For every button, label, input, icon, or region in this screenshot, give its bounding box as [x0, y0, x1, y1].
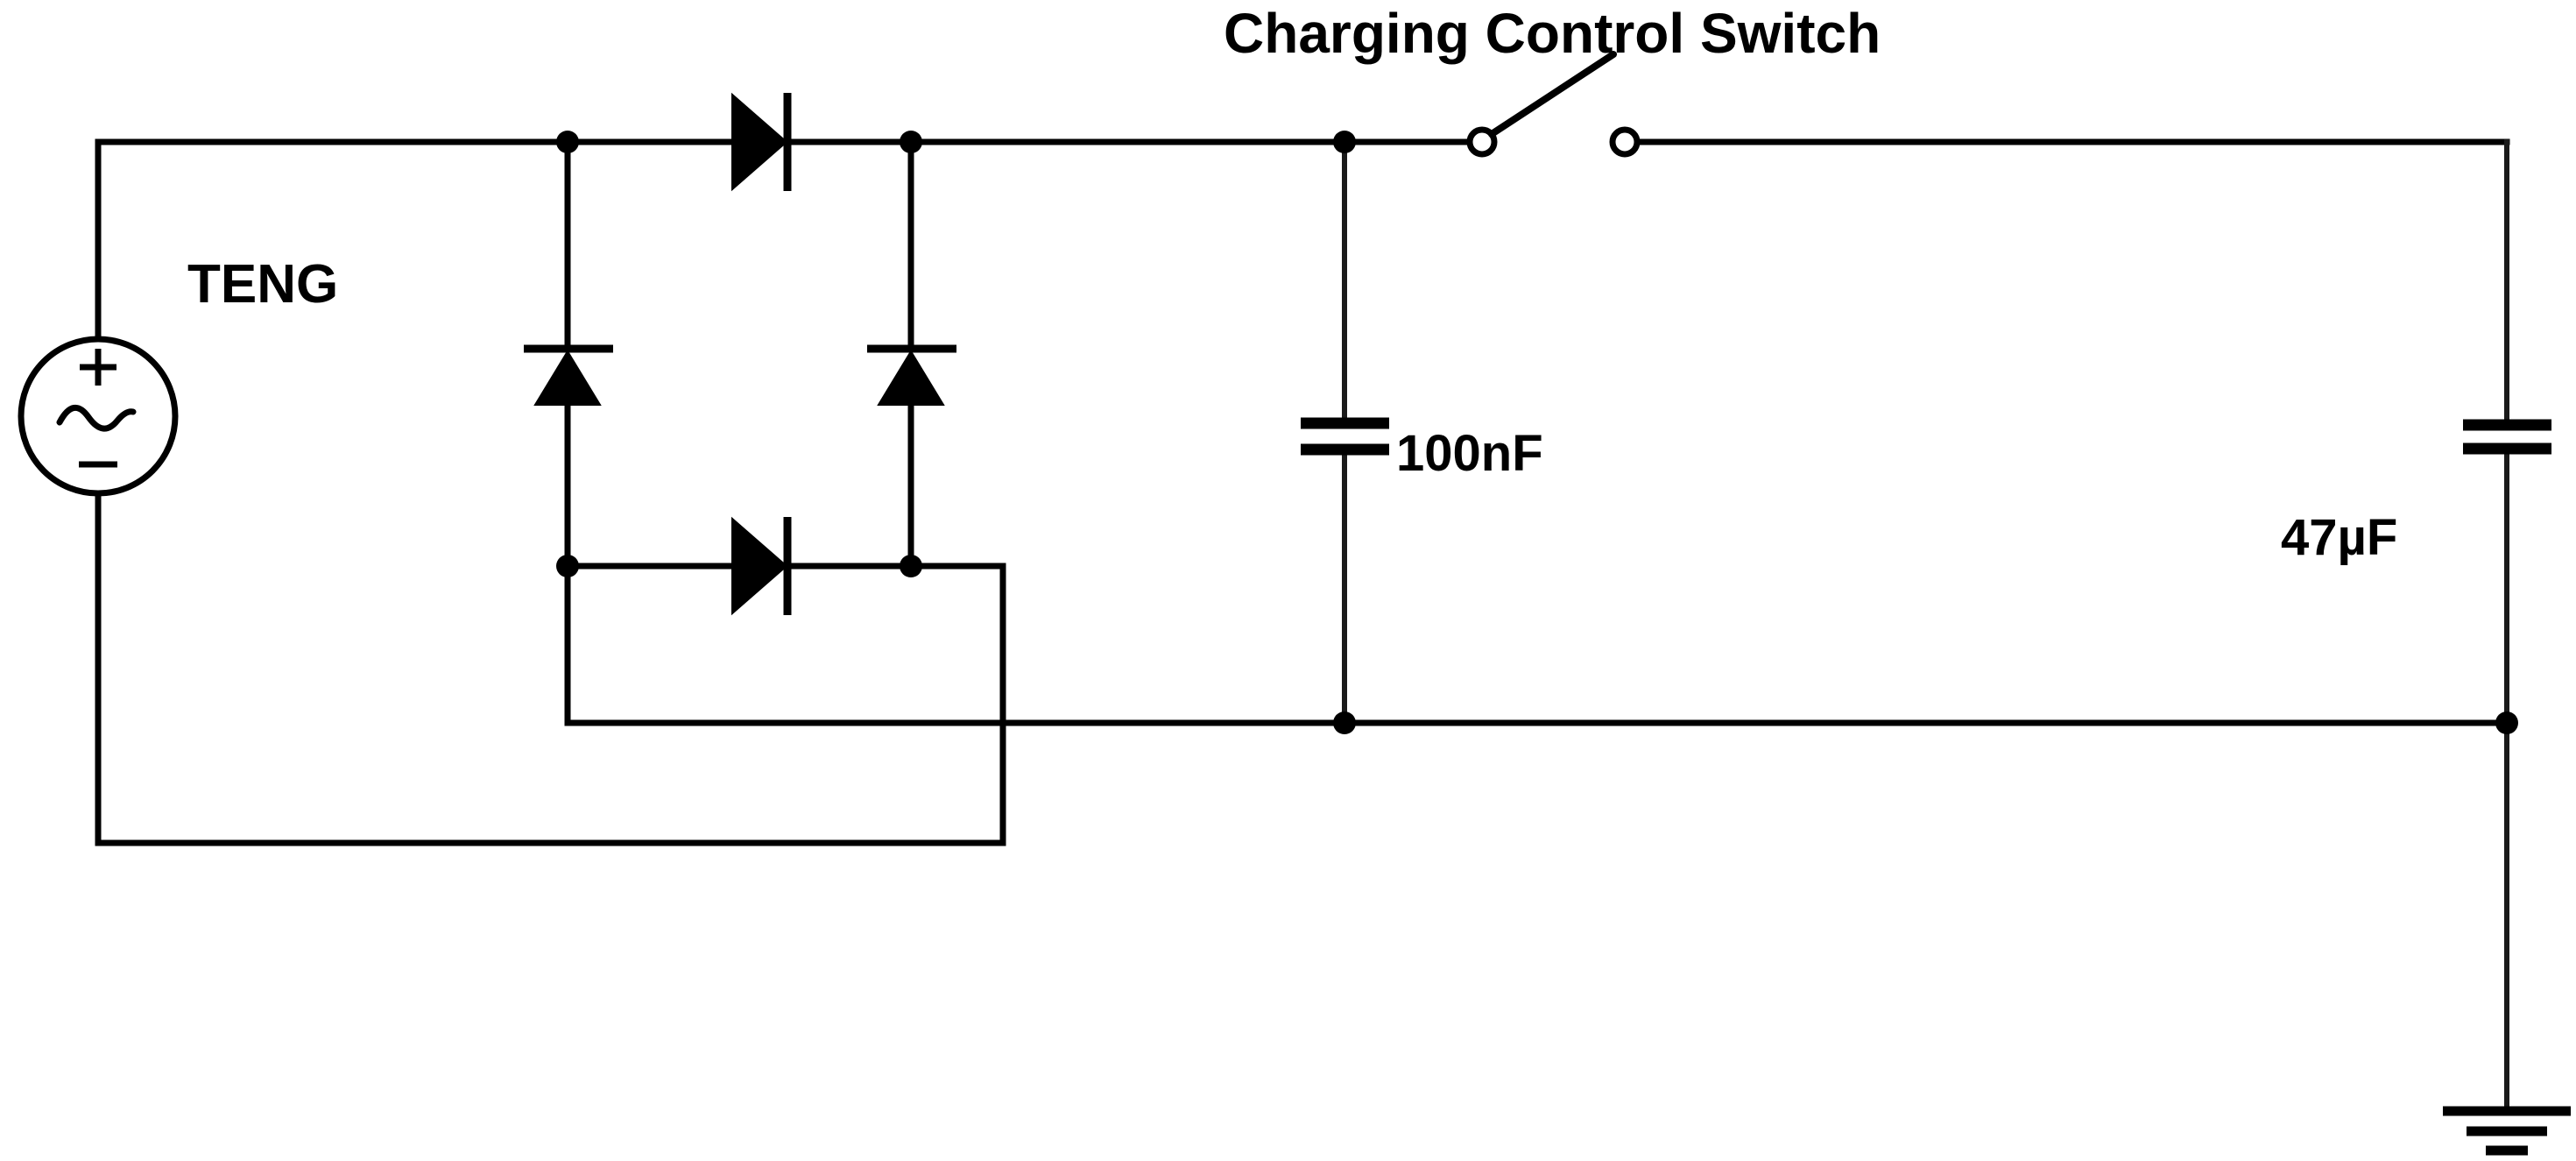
diode-d2-triangle	[533, 350, 602, 406]
diode-d1-top	[731, 92, 792, 192]
junction-bridge-top-right	[900, 131, 922, 153]
diode-d3-triangle	[877, 350, 945, 406]
junction-bridge-bottom-left	[556, 555, 579, 577]
teng-ac-source	[18, 336, 179, 497]
wire-network	[95, 138, 2510, 1114]
switch-label: Charging Control Switch	[1224, 2, 1881, 65]
switch-left-terminal[interactable]	[1466, 126, 1498, 158]
junction-bridge-top-left	[556, 131, 579, 153]
diode-d4-triangle	[731, 516, 788, 616]
diode-d2-left	[524, 344, 613, 406]
source-label: TENG	[187, 254, 338, 315]
diode-d1-triangle	[731, 92, 788, 192]
diode-d3-right	[867, 344, 956, 406]
switch-lever[interactable]	[1488, 51, 1617, 138]
capacitor-100nf	[1301, 417, 1389, 456]
ac-source-plus-icon	[80, 349, 116, 386]
cap-47uf-label: 47µF	[2281, 509, 2397, 566]
capacitor-47uf	[2463, 419, 2551, 455]
switch-right-terminal[interactable]	[1609, 126, 1641, 158]
junction-dots	[556, 131, 2518, 734]
junction-cap100nf-top	[1333, 131, 1356, 153]
diode-d4-bottom	[731, 516, 792, 616]
junction-cap100nf-bottom	[1333, 711, 1356, 734]
charging-control-switch[interactable]	[1466, 51, 1641, 158]
cap-100nf-label: 100nF	[1396, 425, 1543, 482]
junction-bridge-bottom-right	[900, 555, 922, 577]
junction-cap47uf-bottom-rail	[2495, 711, 2518, 734]
ac-source-sine-icon	[56, 405, 137, 432]
earth-ground-symbol	[2443, 1106, 2571, 1156]
ac-source-circle	[18, 336, 179, 497]
